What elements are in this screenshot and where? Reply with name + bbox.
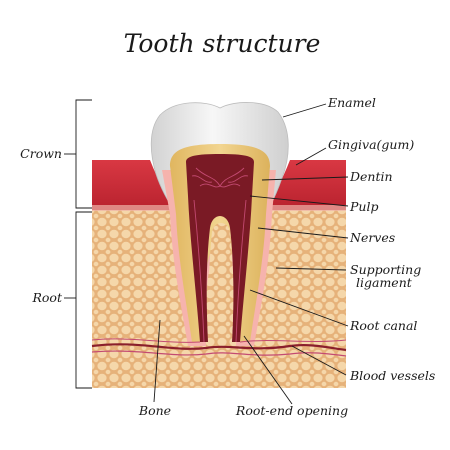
label-root-end-opening: Root-end opening [235, 403, 348, 418]
root-bracket [64, 211, 92, 389]
label-bone: Bone [138, 403, 171, 418]
label-dentin: Dentin [349, 169, 393, 184]
label-supporting: Supporting [350, 262, 421, 277]
label-gingiva: Gingiva(gum) [328, 137, 414, 152]
gingiva-right [266, 160, 346, 210]
label-root-canal: Root canal [349, 318, 417, 333]
blood-vessels [91, 338, 347, 357]
label-enamel: Enamel [327, 95, 376, 110]
label-ligament: ligament [356, 275, 413, 290]
nerves [191, 167, 249, 343]
label-pulp: Pulp [349, 199, 378, 214]
pulp [186, 154, 254, 342]
diagram-title: Tooth structure [124, 29, 321, 58]
crown-label: Crown [20, 146, 62, 161]
crown-bracket [64, 99, 92, 209]
inner-root-gap [208, 223, 234, 340]
label-blood-vessels: Blood vessels [349, 368, 435, 383]
label-nerves: Nerves [349, 230, 395, 245]
gingiva [92, 160, 176, 210]
leader-lines [153, 103, 349, 405]
root-label: Root [32, 290, 63, 305]
